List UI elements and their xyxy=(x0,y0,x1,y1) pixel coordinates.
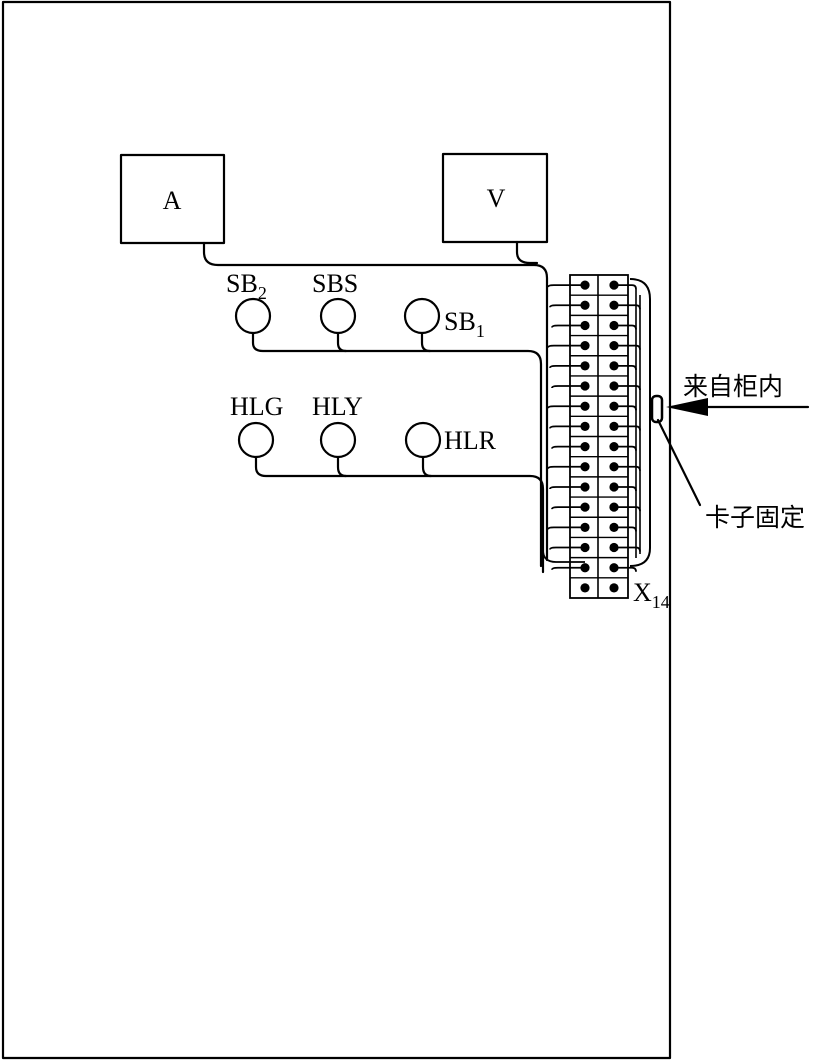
lamp-hlr-label: HLR xyxy=(444,426,497,455)
lamp-hlg xyxy=(237,421,275,459)
button-sb1 xyxy=(403,297,441,335)
button-wire xyxy=(420,331,432,353)
meter-wire xyxy=(202,241,549,562)
panel-conductor xyxy=(549,425,585,429)
panel-conductor xyxy=(551,385,585,389)
button-sb1-label: SB1 xyxy=(444,307,485,341)
terminal-screw xyxy=(580,583,590,593)
clip xyxy=(650,394,664,424)
clip-leader xyxy=(656,418,702,507)
panel-conductor xyxy=(551,566,585,570)
panel-conductor xyxy=(547,526,585,530)
lamp-hlr xyxy=(404,421,442,459)
cabinet-conductor xyxy=(614,566,637,572)
clip-fixed-label: 卡子固定 xyxy=(705,503,805,532)
lamp-hly xyxy=(319,421,357,459)
button-sbs xyxy=(319,297,357,335)
panel-conductor xyxy=(547,405,585,409)
lamp-hly-label: HLY xyxy=(312,392,363,421)
panel-conductor xyxy=(549,486,585,490)
button-sb2-label: SB2 xyxy=(226,269,267,303)
cabinet-cable-arrowhead xyxy=(666,398,708,416)
button-sb2 xyxy=(234,297,272,335)
lamp-wire xyxy=(254,455,545,574)
panel-conductor xyxy=(551,506,585,510)
panel-conductor xyxy=(542,549,585,563)
terminal-screw xyxy=(609,583,619,593)
ammeter-box xyxy=(119,153,226,245)
panel-conductor xyxy=(547,344,585,348)
voltmeter-label: V xyxy=(487,184,506,213)
meter-wire xyxy=(515,240,539,265)
lamp-wire xyxy=(421,455,433,478)
panel-conductor xyxy=(549,364,585,369)
panel-conductor xyxy=(547,284,585,288)
button-wire xyxy=(251,331,543,568)
cabinet-conductor xyxy=(614,284,637,290)
button-sbs-label: SBS xyxy=(312,269,358,298)
terminal-block-label: X14 xyxy=(633,578,670,612)
cabinet-bundle xyxy=(629,278,651,567)
panel-conductor xyxy=(549,546,585,550)
panel-conductor xyxy=(549,304,585,308)
terminal-block-x14 xyxy=(542,274,651,599)
button-wire xyxy=(336,331,348,353)
from-cabinet-label: 来自柜内 xyxy=(683,372,783,401)
panel-outline xyxy=(1,0,672,1060)
lamp-hlg-label: HLG xyxy=(230,392,283,421)
ammeter-label: A xyxy=(163,186,182,215)
panel-conductor xyxy=(551,445,585,449)
panel-conductor xyxy=(551,324,585,328)
lamp-wire xyxy=(336,455,348,478)
voltmeter-box xyxy=(441,152,549,244)
panel-conductor xyxy=(547,465,585,469)
